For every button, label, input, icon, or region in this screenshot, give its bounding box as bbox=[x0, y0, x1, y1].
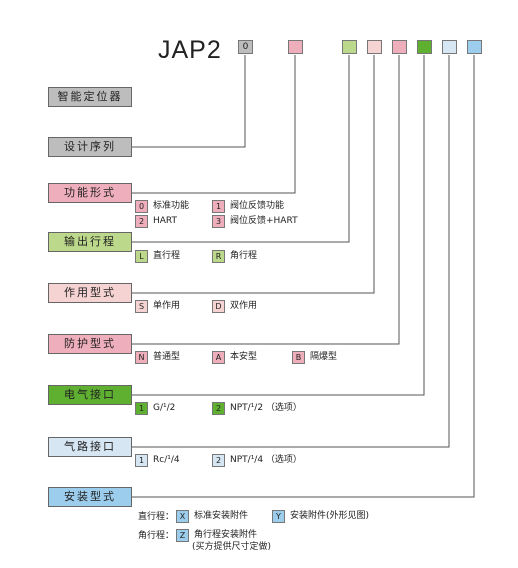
option-text: 角行程 bbox=[230, 251, 258, 261]
model-number: JAP2 bbox=[158, 36, 222, 64]
option-text: 单作用 bbox=[153, 301, 181, 311]
option-key: L bbox=[135, 250, 148, 263]
option-text: 标准安装附件 bbox=[194, 511, 249, 521]
option-text: 隔爆型 bbox=[310, 352, 338, 362]
option-text: 本安型 bbox=[230, 352, 258, 362]
option-text: 普通型 bbox=[153, 352, 181, 362]
category-air: 气路接口 bbox=[48, 437, 132, 457]
option-function-2: 2 HART bbox=[135, 215, 177, 228]
option-protection-intrinsic: A 本安型 bbox=[212, 351, 257, 364]
option-key: D bbox=[212, 300, 225, 313]
option-text: 标准功能 bbox=[153, 201, 190, 211]
option-action-double: D 双作用 bbox=[212, 300, 257, 313]
code-box-design: 0 bbox=[238, 40, 253, 54]
option-key: 2 bbox=[212, 454, 225, 467]
category-design-series: 设计序列 bbox=[48, 137, 132, 157]
option-text: 阀位反馈+HART bbox=[230, 216, 298, 226]
option-key: N bbox=[135, 351, 148, 364]
option-air-rc: 1 Rc/¹/4 bbox=[135, 454, 180, 467]
connector-line-protection bbox=[132, 55, 400, 345]
option-key: X bbox=[176, 510, 189, 523]
option-text: NPT/¹/2 （选项） bbox=[230, 403, 302, 413]
option-key: 2 bbox=[135, 215, 148, 228]
option-electrical-npt: 2 NPT/¹/2 （选项） bbox=[212, 402, 302, 415]
option-key: 2 bbox=[212, 402, 225, 415]
connector-line-action bbox=[132, 55, 375, 294]
option-mounting-angular: Z 角行程安装附件 bbox=[176, 529, 257, 542]
option-key: 1 bbox=[135, 454, 148, 467]
option-key: R bbox=[212, 250, 225, 263]
mounting-label-angular: 角行程： bbox=[138, 531, 175, 541]
category-function: 功能形式 bbox=[48, 183, 132, 203]
option-stroke-linear: L 直行程 bbox=[135, 250, 180, 263]
option-protection-flameproof: B 隔爆型 bbox=[292, 351, 337, 364]
option-stroke-angular: R 角行程 bbox=[212, 250, 257, 263]
category-mounting: 安装型式 bbox=[48, 487, 132, 507]
option-text: NPT/¹/4 （选项） bbox=[230, 455, 302, 465]
category-action: 作用型式 bbox=[48, 283, 132, 303]
category-electrical: 电气接口 bbox=[48, 385, 132, 405]
code-box-function bbox=[288, 40, 303, 54]
code-box-action bbox=[367, 40, 382, 54]
category-positioner: 智能定位器 bbox=[48, 87, 132, 107]
option-key: A bbox=[212, 351, 225, 364]
option-key: Z bbox=[176, 529, 189, 542]
option-text: Rc/¹/4 bbox=[153, 455, 180, 465]
code-box-protection bbox=[392, 40, 407, 54]
option-key: 3 bbox=[212, 215, 225, 228]
option-mounting-custom: Y 安装附件(外形见图) bbox=[272, 510, 369, 523]
option-text: G/¹/2 bbox=[153, 403, 176, 413]
category-protection: 防护型式 bbox=[48, 334, 132, 354]
code-box-stroke bbox=[342, 40, 357, 54]
option-text: 双作用 bbox=[230, 301, 258, 311]
option-function-1: 1 阀位反馈功能 bbox=[212, 200, 284, 213]
option-key: 1 bbox=[135, 402, 148, 415]
option-key: B bbox=[292, 351, 305, 364]
option-key: 1 bbox=[212, 200, 225, 213]
connector-line-mounting bbox=[132, 55, 475, 498]
connector-line-electrical bbox=[132, 55, 425, 396]
option-mounting-standard: X 标准安装附件 bbox=[176, 510, 248, 523]
option-text: HART bbox=[153, 216, 178, 226]
connector-line-air bbox=[132, 55, 450, 448]
category-output-stroke: 输出行程 bbox=[48, 232, 132, 252]
connector-line-design bbox=[132, 55, 246, 148]
connector-line-stroke bbox=[132, 55, 350, 243]
connector-line-function bbox=[132, 55, 296, 194]
option-function-0: 0 标准功能 bbox=[135, 200, 189, 213]
option-text: 安装附件(外形见图) bbox=[290, 511, 370, 521]
option-text: 直行程 bbox=[153, 251, 181, 261]
option-protection-general: N 普通型 bbox=[135, 351, 180, 364]
option-action-single: S 单作用 bbox=[135, 300, 180, 313]
mounting-note: (买方提供尺寸定做) bbox=[192, 542, 272, 552]
option-text: 阀位反馈功能 bbox=[230, 201, 285, 211]
code-box-air bbox=[442, 40, 457, 54]
code-box-electrical bbox=[417, 40, 432, 54]
option-key: S bbox=[135, 300, 148, 313]
option-air-npt: 2 NPT/¹/4 （选项） bbox=[212, 454, 302, 467]
code-box-mounting bbox=[467, 40, 482, 54]
option-electrical-g: 1 G/¹/2 bbox=[135, 402, 175, 415]
option-key: 0 bbox=[135, 200, 148, 213]
mounting-label-linear: 直行程： bbox=[138, 512, 175, 522]
option-function-3: 3 阀位反馈+HART bbox=[212, 215, 298, 228]
option-text: 角行程安装附件 bbox=[194, 530, 258, 540]
option-key: Y bbox=[272, 510, 285, 523]
